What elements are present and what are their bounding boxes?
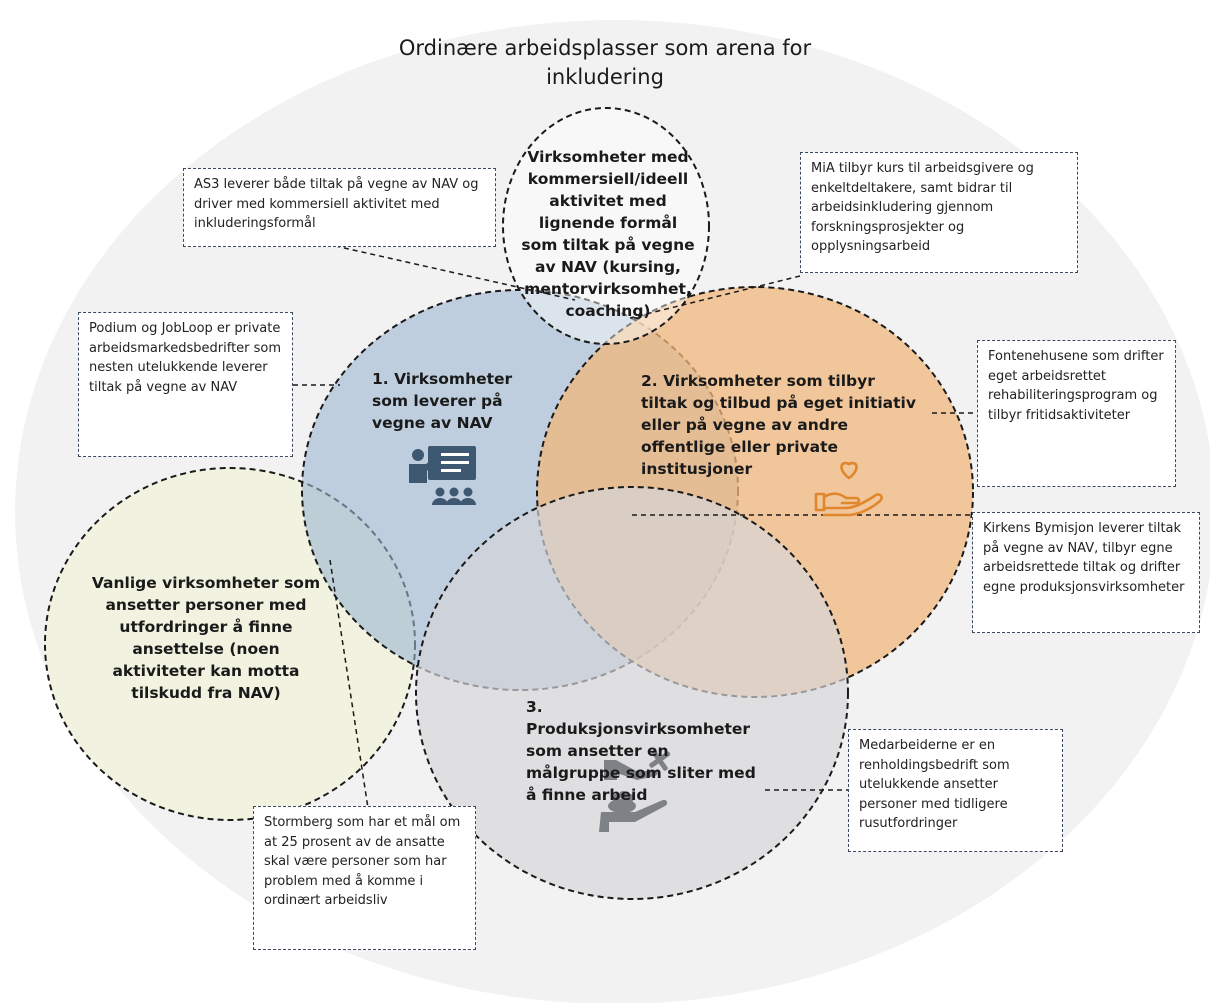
circle-grey <box>415 486 849 900</box>
circle-green-label: Vanlige virksomheter som ansetter person… <box>91 574 321 702</box>
connector-stormberg-v <box>329 559 369 809</box>
teacher-presentation-icon <box>409 446 476 505</box>
circle-orange-label: 2. Virksomheter som tilbyr tiltak og til… <box>641 372 916 478</box>
circle-grey-label: 3. Produksjonsvirksomheter som ansetter … <box>526 698 756 804</box>
note-as3: AS3 leverer både tiltak på vegne av NAV … <box>183 168 496 247</box>
connector-lines <box>293 237 977 809</box>
note-medarbeiderne: Medarbeiderne er en renholdingsbedrift s… <box>848 729 1063 852</box>
hands-with-tools-icon <box>599 749 671 832</box>
heart-in-hand-icon <box>814 461 883 517</box>
diagram-title: Ordinære arbeidsplasser som arena for in… <box>398 36 812 90</box>
note-mia: MiA tilbyr kurs til arbeidsgivere og enk… <box>800 152 1078 273</box>
circle-top-label: Virksomheter med kommersiell/ideell akti… <box>521 148 695 320</box>
circle-blue-label: 1. Virksomheter som leverer på vegne av … <box>372 370 513 432</box>
note-fontene: Fontenehusene som drifter eget arbeidsre… <box>977 340 1176 487</box>
circle-top <box>502 107 710 345</box>
connector-mia <box>629 275 801 319</box>
note-kirkens: Kirkens Bymisjon leverer tiltak på vegne… <box>972 512 1200 633</box>
note-podium: Podium og JobLoop er private arbeidsmark… <box>78 312 293 457</box>
connector-as3 <box>299 237 576 301</box>
note-stormberg: Stormberg som har et mål om at 25 prosen… <box>253 806 476 950</box>
